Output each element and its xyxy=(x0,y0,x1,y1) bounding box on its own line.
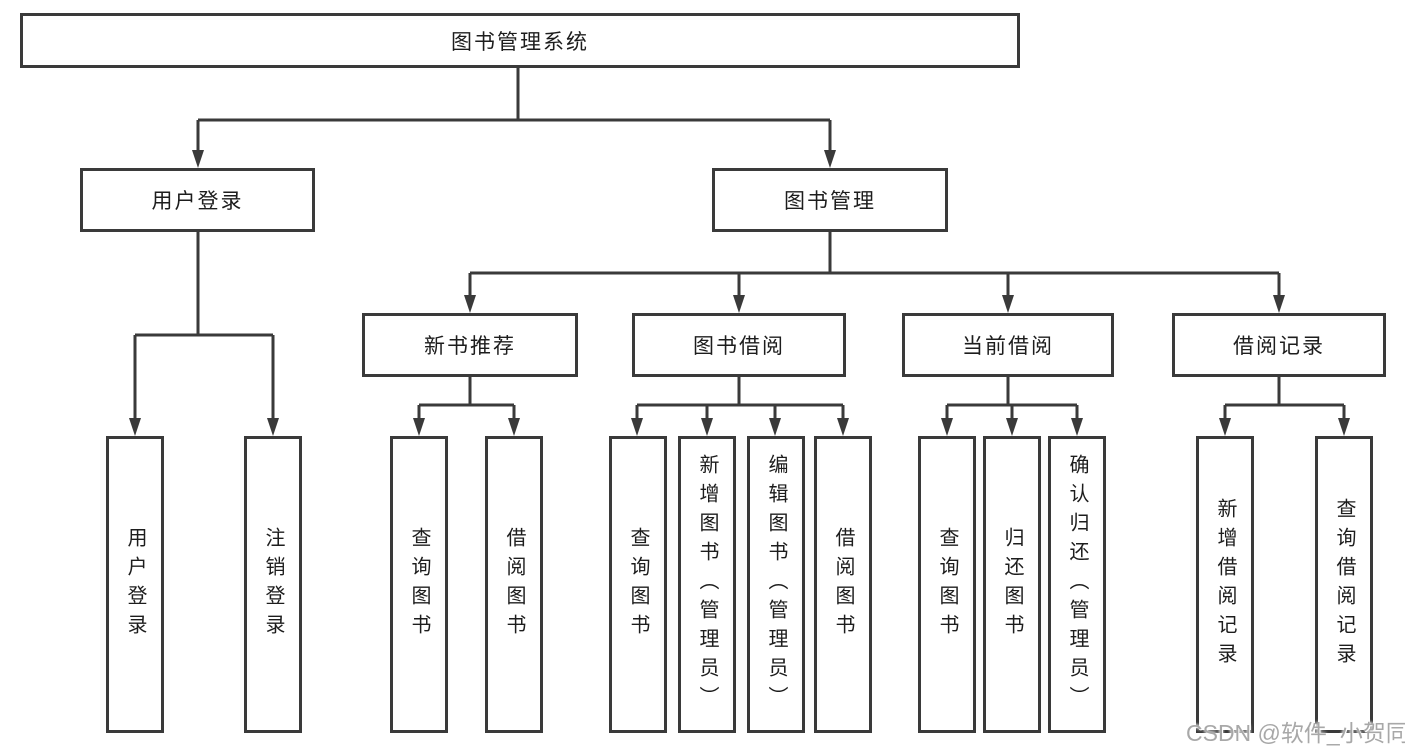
node-current-borrow: 当前借阅 xyxy=(902,313,1114,377)
node-user-login-branch: 用户登录 xyxy=(80,168,315,232)
leaf-return-books-label: 归还图书 xyxy=(1001,526,1023,643)
leaf-edit-books-admin-label: 编辑图书（管理员） xyxy=(765,454,787,715)
leaf-return-books: 归还图书 xyxy=(983,436,1041,733)
leaf-query-books-recommend: 查询图书 xyxy=(390,436,448,733)
leaf-borrow-books-label: 借阅图书 xyxy=(832,526,854,643)
leaf-query-books-borrow-label: 查询图书 xyxy=(627,526,649,643)
leaf-query-books-current-label: 查询图书 xyxy=(936,526,958,643)
node-new-book-recommend: 新书推荐 xyxy=(362,313,578,377)
node-book-borrow-label: 图书借阅 xyxy=(693,335,785,358)
node-user-login-label: 用户登录 xyxy=(151,190,244,213)
leaf-add-books-admin: 新增图书（管理员） xyxy=(678,436,736,733)
tree-lines xyxy=(133,68,1346,422)
leaf-confirm-return-admin: 确认归还（管理员） xyxy=(1048,436,1106,733)
leaf-logout-label: 注销登录 xyxy=(262,526,284,643)
leaf-logout: 注销登录 xyxy=(244,436,302,733)
leaf-confirm-return-admin-label: 确认归还（管理员） xyxy=(1066,454,1088,715)
leaf-borrow-books: 借阅图书 xyxy=(814,436,872,733)
leaf-borrow-books-recommend-label: 借阅图书 xyxy=(503,526,525,643)
node-borrow-records: 借阅记录 xyxy=(1172,313,1386,377)
leaf-query-borrow-record-label: 查询借阅记录 xyxy=(1333,497,1355,672)
leaf-query-books-recommend-label: 查询图书 xyxy=(408,526,430,643)
leaf-add-borrow-record-label: 新增借阅记录 xyxy=(1214,497,1236,672)
node-root: 图书管理系统 xyxy=(20,13,1020,68)
node-current-borrow-label: 当前借阅 xyxy=(962,335,1054,358)
leaf-borrow-books-recommend: 借阅图书 xyxy=(485,436,543,733)
leaf-user-login: 用户登录 xyxy=(106,436,164,733)
leaf-edit-books-admin: 编辑图书（管理员） xyxy=(747,436,805,733)
node-root-label: 图书管理系统 xyxy=(451,30,589,54)
leaf-query-books-borrow: 查询图书 xyxy=(609,436,667,733)
leaf-user-login-label: 用户登录 xyxy=(124,526,146,643)
leaf-add-borrow-record: 新增借阅记录 xyxy=(1196,436,1254,733)
leaf-query-books-current: 查询图书 xyxy=(918,436,976,733)
node-book-management-branch: 图书管理 xyxy=(712,168,948,232)
node-borrow-records-label: 借阅记录 xyxy=(1233,335,1325,358)
node-new-book-recommend-label: 新书推荐 xyxy=(424,335,516,358)
node-book-borrow: 图书借阅 xyxy=(632,313,846,377)
leaf-add-books-admin-label: 新增图书（管理员） xyxy=(696,454,718,715)
node-book-management-label: 图书管理 xyxy=(784,190,876,213)
csdn-watermark: CSDN @软件_小贺同学 xyxy=(1186,720,1405,746)
leaf-query-borrow-record: 查询借阅记录 xyxy=(1315,436,1373,733)
